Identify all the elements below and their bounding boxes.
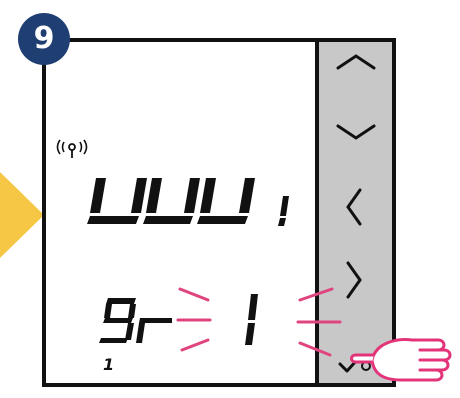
right-arrow-icon[interactable] (330, 255, 380, 305)
group-label: 1 (103, 355, 114, 374)
left-arrow-icon[interactable] (330, 180, 380, 230)
arrow-wedge (0, 172, 44, 258)
down-arrow-icon[interactable] (322, 112, 388, 148)
up-arrow-icon[interactable] (322, 46, 388, 82)
step-badge: 9 (18, 13, 70, 65)
